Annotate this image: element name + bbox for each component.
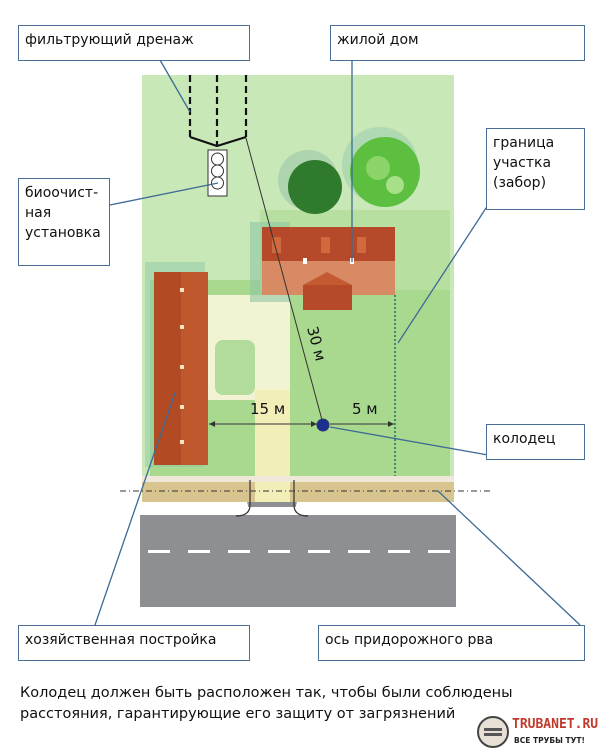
label-drainage: фильтрующий дренаж [18,25,250,61]
label-ditch-axis-text: ось придорожного рва [325,632,494,648]
label-outbuilding: хозяйственная постройка [18,625,250,661]
label-house: жилой дом [330,25,585,61]
road-shoulder [140,507,456,515]
filter-drainage [188,75,248,148]
outbuilding [145,262,208,467]
house [250,222,395,310]
driveway [255,390,290,510]
road-markings [148,550,450,553]
caption: Колодец должен быть расположен так, чтоб… [20,685,513,722]
driveway-curbs [235,480,309,517]
label-ditch-axis: ось придорожного рва [318,625,585,661]
logo-tagline: ВСЕ ТРУБЫ ТУТ! [514,736,585,745]
well-icon [316,418,330,432]
label-house-text: жилой дом [337,32,419,48]
label-well: колодец [486,424,585,460]
label-fence-text: граница участка (забор) [493,135,555,191]
distance-15m: 15 м [250,400,285,418]
label-drainage-text: фильтрующий дренаж [25,32,194,48]
leader-lines [94,59,581,626]
label-bio: биоочист-ная установка [18,178,110,266]
distance-5m: 5 м [352,400,378,418]
bio-treatment-unit [207,149,228,197]
distance-lines [209,137,394,425]
road [140,515,456,607]
label-outbuilding-text: хозяйственная постройка [25,632,217,648]
label-fence: граница участка (забор) [486,128,585,210]
arrowheads [209,421,394,427]
label-well-text: колодец [493,431,556,447]
tree-dark-icon [278,150,342,214]
tree-light-icon [342,127,420,207]
label-bio-text: биоочист-ная установка [25,185,101,241]
logo-emblem-icon [477,716,509,748]
trubanet-logo: TRUBANET.RU ВСЕ ТРУБЫ ТУТ! [476,715,600,750]
ditch-edge [142,476,454,482]
logo-name: TRUBANET.RU [512,717,599,732]
lawn-patch [215,340,255,395]
